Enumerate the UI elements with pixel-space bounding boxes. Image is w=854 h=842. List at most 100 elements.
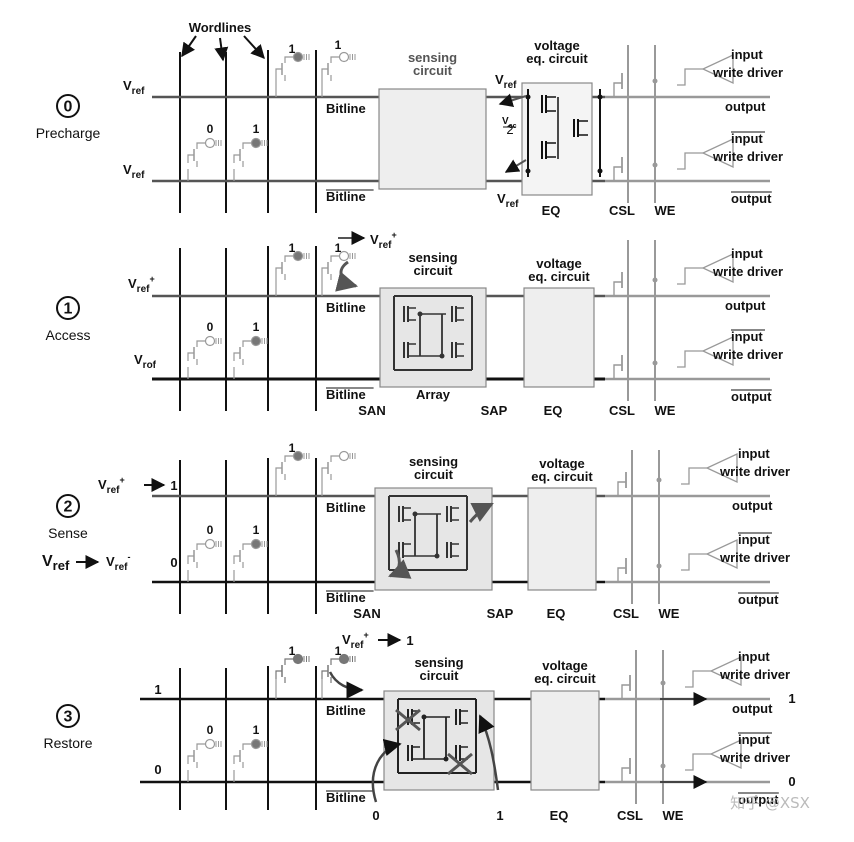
stage-3-cell-bot-0-lead — [187, 755, 194, 764]
stage-2-cell-bot-bit-1: 1 — [253, 523, 260, 537]
stage-1-driver-1-driver-icon — [701, 335, 734, 367]
stage-0-eq-box — [521, 82, 593, 196]
stage-3-sensing-label-2: circuit — [419, 668, 459, 683]
stage-2-latch-dot-1 — [412, 511, 418, 517]
stage-2-output-label: output — [732, 498, 773, 513]
stage-2-bot-value: 0 — [170, 555, 177, 570]
stage-2-cell-top-1-drain — [330, 455, 340, 462]
wordlines-label: Wordlines — [189, 20, 252, 35]
stage-0-badge-number: 0 — [64, 99, 73, 116]
wordline-arrow-1 — [181, 35, 197, 58]
stage-1-we-dot-1 — [652, 360, 658, 366]
stage-2-cell-top-1-capacitor-icon — [338, 450, 350, 462]
stage-0-cell-bot-1-lead — [233, 154, 240, 163]
stage-3-eq-label-1: voltage — [542, 658, 588, 673]
stage-2-vref-minus-main: V — [106, 554, 115, 569]
stage-0-sensing-label-2: circuit — [413, 63, 453, 78]
stage-0-eq-vref-bot: Vref — [497, 191, 519, 210]
stage-2-sense-arrow-up — [468, 502, 494, 523]
stage-3-cell-top-0-lead — [275, 670, 282, 679]
stage-2-eq-label-2: eq. circuit — [531, 469, 593, 484]
stage-0-cell-bot-0-capacitor-icon — [204, 137, 216, 149]
stage-0-eq-vref-top-main: V — [495, 72, 504, 87]
stage-1-output-bar-label: output — [731, 389, 772, 404]
stage-2-driver-1-driver-icon — [705, 538, 738, 570]
stage-1-latch-dot-2 — [439, 353, 445, 359]
stage-2-driver-1-out — [681, 553, 707, 571]
stage-1-access-note-main: V — [370, 232, 379, 247]
stage-1-driver-0-driver-icon — [701, 252, 734, 284]
stage-0-vref-bot-main: V — [123, 162, 132, 177]
stage-3-csl-fet-0 — [621, 684, 630, 699]
stage-1-input-label: input — [731, 246, 763, 261]
stage-3-cell-top-bit-0: 1 — [289, 644, 296, 658]
stage-0-csl-label: CSL — [609, 203, 635, 218]
stage-2-driver-0-out — [681, 467, 707, 485]
stage-3-restore-target: 1 — [406, 633, 413, 648]
stage-0-name: Precharge — [36, 125, 101, 141]
stage-0-eq-label-2: eq. circuit — [526, 51, 588, 66]
stage-3-cell-top-1-capacitor-icon — [338, 653, 350, 665]
stage-3-csl-fet-1 — [621, 767, 630, 782]
stage-2-vref-top-main: V — [98, 477, 107, 492]
stage-1-driver-0-out — [677, 267, 703, 285]
stage-1-bitline-label: Bitline — [326, 300, 366, 315]
stage-0-eq-arrow-top — [498, 93, 527, 107]
stage-1-cell-top-1-drain — [330, 255, 340, 262]
stage-3-restore-note: Vref+ — [342, 630, 369, 651]
stage-3-we-label: WE — [663, 808, 684, 823]
stage-2-cell-bot-0-drain — [196, 543, 206, 550]
stage-0-vref-top: Vref — [123, 78, 145, 97]
stage-2-sap-label: SAP — [487, 606, 514, 621]
stage-3-driver-0-out — [685, 670, 711, 688]
stage-1-access-note-sub: ref — [379, 240, 392, 251]
stage-0-cell-bot-bit-0: 0 — [207, 122, 214, 136]
stage-1-name: Access — [45, 327, 90, 343]
stage-0-we-dot-1 — [652, 162, 658, 168]
stage-2-sense-arrow-down — [388, 549, 412, 579]
stage-1-vref-top-sup: + — [149, 274, 154, 284]
stage-3-cell-bot-1-capacitor-icon — [250, 738, 262, 750]
wordline-arrow-3 — [243, 35, 265, 60]
stage-1-cell-top-0-lead — [275, 267, 282, 276]
stage-3-eq-col-label: EQ — [550, 808, 569, 823]
stage-3-write-driver-bar-label: write driver — [719, 750, 790, 765]
stage-0-sensing-box — [378, 88, 487, 190]
stage-2-cell-bot-0-capacitor-icon — [204, 538, 216, 550]
stage-2-vref-top-sub: ref — [107, 485, 120, 496]
stage-1-badge-number: 1 — [64, 301, 73, 318]
stage-1-cell-top-1-capacitor-icon — [338, 250, 350, 262]
stage-0-eq-arrow-bot — [504, 159, 527, 173]
stage-3-san-value: 0 — [372, 808, 379, 823]
stage-1-we-label: WE — [655, 403, 676, 418]
stage-1-cell-bot-1-lead — [233, 352, 240, 361]
stage-2-write-driver-label: write driver — [719, 464, 790, 479]
stage-0-eq-vref-bot-main: V — [497, 191, 506, 206]
stage-3-cell-bot-0-capacitor-icon — [204, 738, 216, 750]
stage-2-cell-top-1-lead — [321, 467, 328, 476]
stage-0-cell-bot-0-lead — [187, 154, 194, 163]
stage-3-restore-note-main: V — [342, 632, 351, 647]
stage-2-write-driver-bar-label: write driver — [719, 550, 790, 565]
stage-0-badge — [56, 94, 80, 118]
stage-3-write-back-arrow — [328, 671, 364, 699]
stage-0-eq-dot-a — [525, 94, 531, 100]
stage-1-sap-label: SAP — [481, 403, 508, 418]
stage-2-sensing-label-2: circuit — [414, 467, 454, 482]
stage-3-cell-bot-1-drain — [242, 743, 252, 750]
stage-1-vref-top: Vref+ — [128, 274, 155, 295]
stage-0-write-driver-label: write driver — [712, 65, 783, 80]
stage-2-cell-top-0-drain — [284, 455, 294, 462]
stage-2-vref-left-sub: ref — [53, 558, 70, 573]
stage-0-cell-top-bit-1: 1 — [335, 38, 342, 52]
stage-0-driver-0-driver-icon — [701, 53, 734, 85]
stage-0-vcc-den: 2 — [506, 122, 513, 137]
stage-0-eq-dot-b — [597, 94, 603, 100]
stage-1-csl-fet-0 — [613, 281, 622, 296]
stage-3-cross-b-1 — [447, 752, 473, 776]
stage-0-cell-bot-1-capacitor-icon — [250, 137, 262, 149]
stage-1-csl-label: CSL — [609, 403, 635, 418]
stage-0-cell-top-1-capacitor-icon — [338, 51, 350, 63]
stage-3-cell-bot-bit-0: 0 — [207, 723, 214, 737]
stage-2-vref-top: Vref+ — [98, 475, 125, 496]
